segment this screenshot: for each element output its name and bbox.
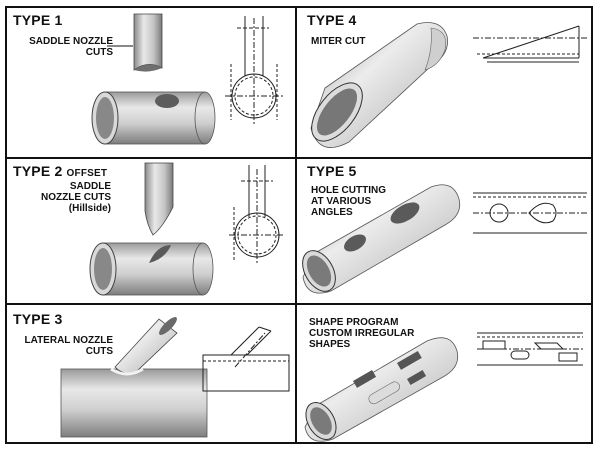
- divider-horizontal-1: [5, 157, 593, 159]
- desc-line-1: HOLE CUTTING: [311, 185, 386, 196]
- panel-title: TYPE 1: [13, 12, 63, 28]
- miter-drawing: [473, 25, 587, 63]
- panel-type-4: TYPE 4 MITER CUT: [297, 8, 591, 157]
- desc-line-1: LATERAL NOZZLE: [24, 335, 113, 346]
- divider-vertical: [295, 6, 297, 444]
- lateral-nozzle-illustration: [60, 317, 290, 438]
- panel-type-1: TYPE 1 SADDLE NOZZLE CUTS: [7, 8, 295, 157]
- desc-line-1: SADDLE: [69, 181, 111, 192]
- panel-description: SADDLE NOZZLE CUTS (Hillside): [11, 181, 111, 214]
- panel-title-main: TYPE 2: [13, 163, 63, 179]
- offset-saddle-illustration: [89, 162, 285, 296]
- panel-type-3: TYPE 3 LATERAL NOZZLE CUTS: [7, 305, 295, 442]
- panel-title: TYPE 4: [307, 12, 357, 28]
- angled-hole-2: [390, 202, 420, 224]
- desc-line-2: NOZZLE CUTS: [41, 192, 111, 203]
- hole-cutting-illustration: [302, 184, 587, 294]
- panel-title: TYPE 5: [307, 163, 357, 179]
- orthographic-drawing: [229, 165, 285, 263]
- desc-line-2: CUSTOM IRREGULAR: [309, 328, 415, 339]
- panel-title-suffix: OFFSET: [66, 168, 108, 179]
- divider-horizontal-2: [5, 303, 593, 305]
- angled-pipe: [302, 184, 461, 294]
- cutout-slot-2: [368, 381, 400, 405]
- panel-description: LATERAL NOZZLE CUTS: [11, 335, 113, 357]
- shape-layout-drawing: [477, 332, 583, 366]
- panel-description: SADDLE NOZZLE CUTS: [11, 36, 113, 58]
- panel-type-2: TYPE 2 OFFSET SADDLE NOZZLE CUTS (Hillsi…: [7, 159, 295, 303]
- header-pipe: [102, 242, 204, 296]
- panel-description: MITER CUT: [311, 36, 366, 47]
- angled-hole-1: [344, 234, 366, 252]
- saddle-nozzle-illustration: [91, 13, 283, 145]
- offset-hole: [149, 245, 171, 263]
- panel-type-5: TYPE 5 HOLE CUTTING AT VARIOUS ANGLES: [297, 159, 591, 303]
- cutout-slot-3: [397, 351, 422, 370]
- panel-title: TYPE 2 OFFSET: [13, 163, 107, 179]
- panel-description: SHAPE PROGRAM CUSTOM IRREGULAR SHAPES: [309, 317, 414, 350]
- offset-nozzle-pipe: [144, 162, 174, 236]
- desc-line-1: SHAPE PROGRAM: [309, 317, 399, 328]
- desc-line-2: CUTS: [85, 346, 113, 357]
- hole-layout-drawing: [473, 192, 587, 234]
- header-pipe: [60, 368, 208, 438]
- orthographic-drawing: [225, 16, 283, 124]
- desc-line-3: ANGLES: [311, 207, 353, 218]
- cutout-slot-1: [353, 370, 377, 388]
- miter-cut-illustration: [310, 22, 587, 148]
- panel-shape-program: SHAPE PROGRAM CUSTOM IRREGULAR SHAPES: [297, 305, 591, 442]
- panel-description: HOLE CUTTING AT VARIOUS ANGLES: [311, 185, 386, 218]
- nozzle-saddle-edge: [134, 64, 162, 72]
- desc-line-3: (Hillside): [68, 203, 111, 214]
- saddle-hole: [155, 94, 179, 108]
- desc-line-2: AT VARIOUS: [311, 196, 372, 207]
- desc-line-3: SHAPES: [309, 339, 351, 350]
- panel-title: TYPE 3: [13, 311, 63, 327]
- shape-program-illustration: [304, 332, 583, 442]
- desc-line-1: SADDLE NOZZLE: [29, 36, 113, 47]
- lateral-drawing: [202, 326, 290, 392]
- header-pipe: [104, 91, 206, 145]
- cutout-slot-4: [407, 370, 427, 386]
- desc-line-2: CUTS: [85, 47, 113, 58]
- nozzle-pipe: [133, 13, 163, 71]
